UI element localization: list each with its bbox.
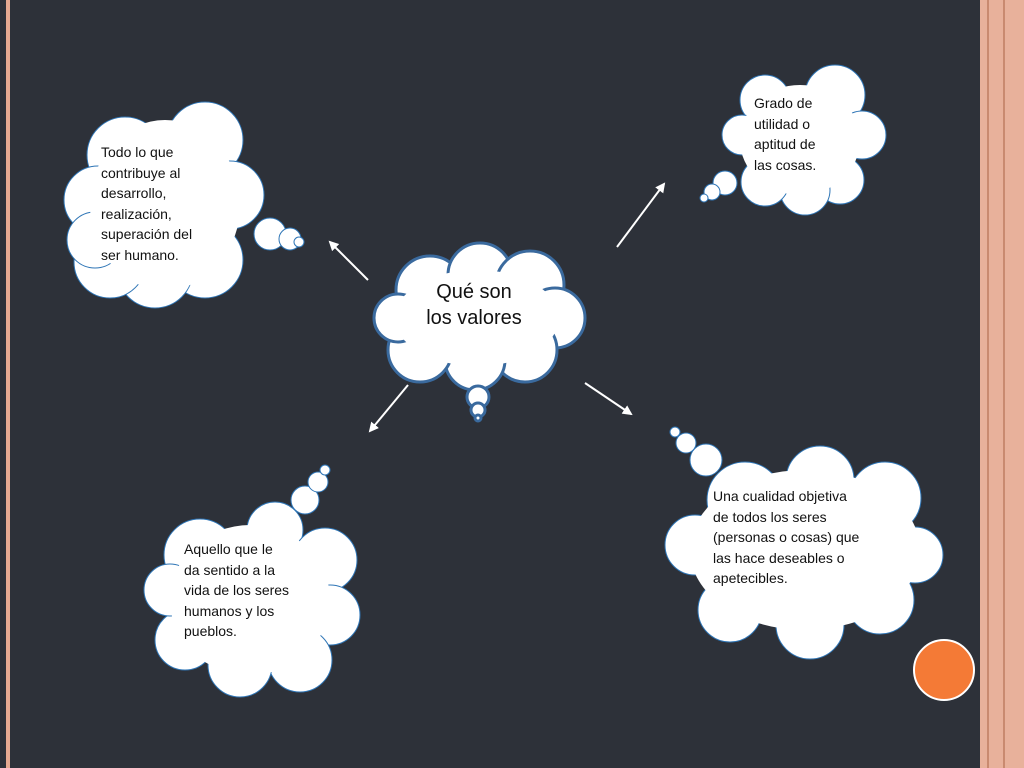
right-border-line: [1003, 0, 1005, 768]
bubble-bottom-right-text: Una cualidad objetiva de todos los seres…: [713, 488, 860, 586]
cloud-top-left: [63, 101, 305, 309]
arrow-to-bottom-left: [368, 384, 409, 433]
cloud-bottom-left: [143, 464, 361, 698]
cloud-top-right: [699, 64, 887, 216]
bubble-top-left-text: Todo lo que contribuye al desarrollo, re…: [101, 144, 193, 263]
left-border-stripe: [6, 0, 10, 768]
center-cloud: [372, 241, 587, 423]
accent-circle: [913, 639, 975, 701]
bubble-bottom-left-text: Aquello que le da sentido a la vida de l…: [184, 541, 290, 639]
cloud-bottom-right: [664, 426, 944, 660]
arrow-to-top-right: [616, 182, 666, 248]
center-node-label: Qué son los valores: [426, 281, 522, 329]
arrow-to-bottom-right: [584, 382, 633, 416]
bubble-top-right-text: Grado de utilidad o aptitud de las cosas…: [754, 95, 817, 173]
arrow-to-top-left: [328, 240, 369, 281]
right-border-line: [987, 0, 989, 768]
